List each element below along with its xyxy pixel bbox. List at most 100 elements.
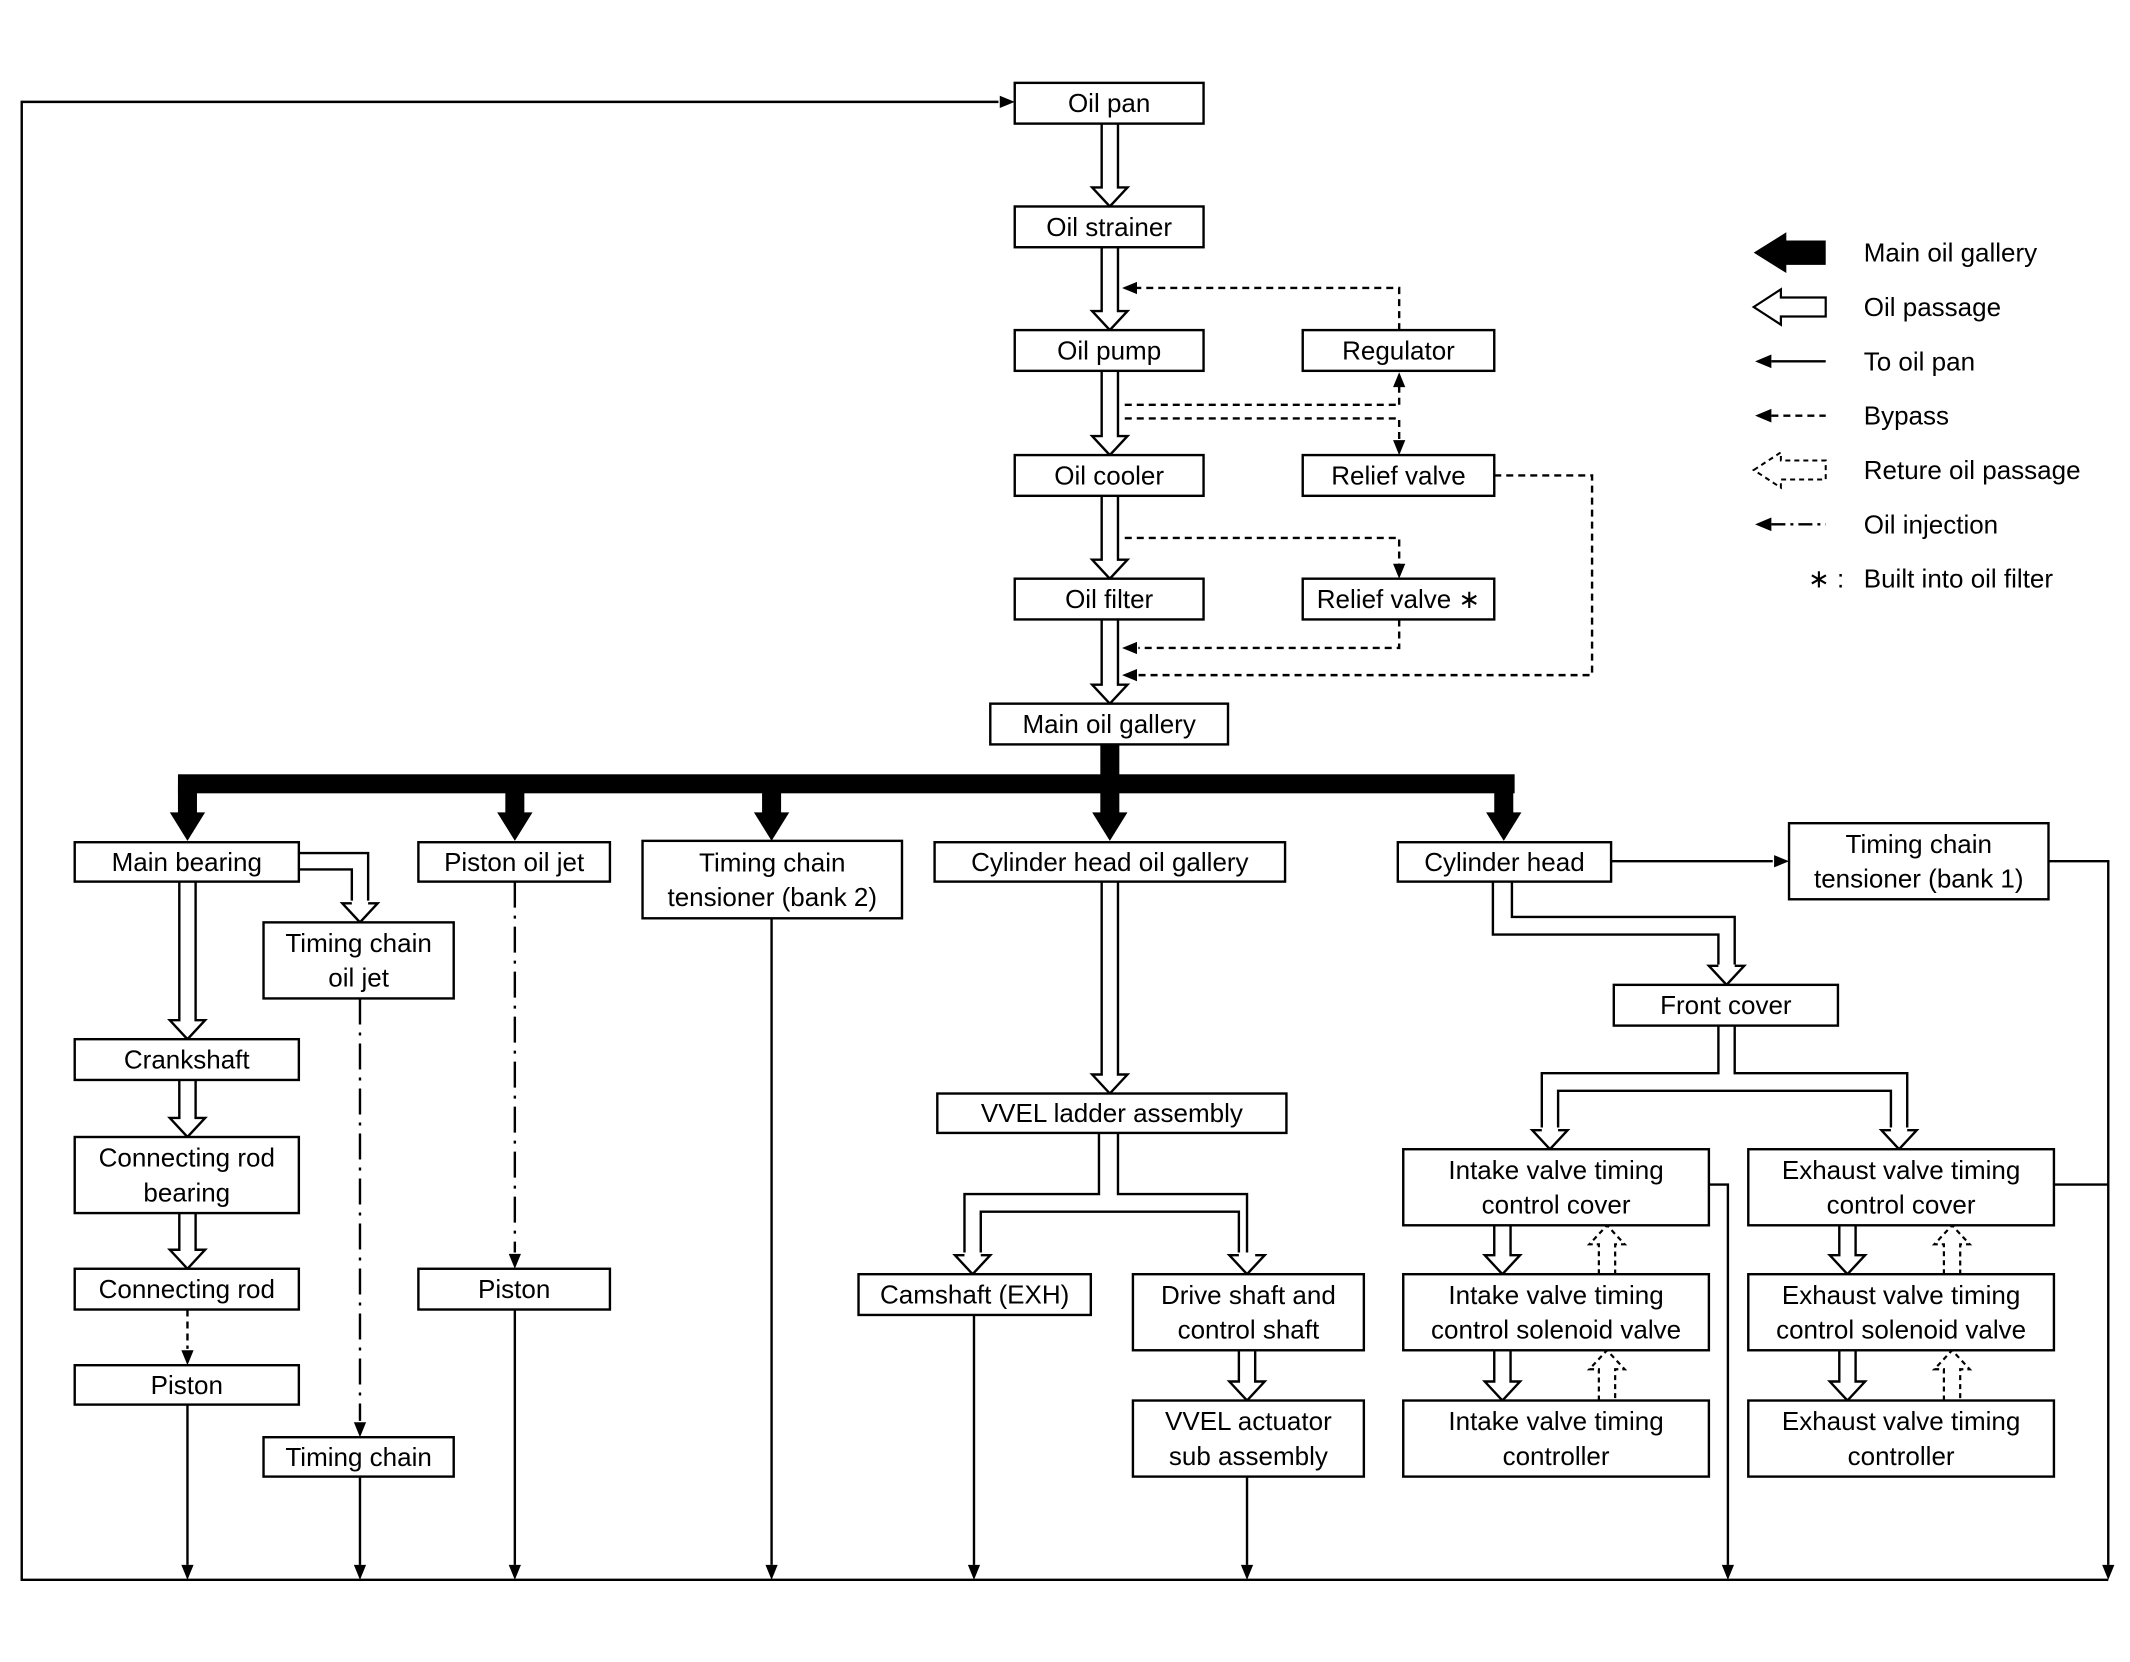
node-label: Connecting rod: [99, 1274, 275, 1304]
node-label: tensioner (bank 2): [667, 882, 877, 912]
node-box: [417, 841, 612, 883]
passage-front-cover-split-outer: [1540, 1025, 1720, 1128]
node-box: [417, 1267, 612, 1311]
passage-pan-strainer: [1089, 123, 1131, 209]
legend-label: Bypass: [1864, 401, 1949, 431]
node-box: [73, 1267, 301, 1311]
passage-front-cover-split-inner: [1556, 1089, 1893, 1128]
node-box: [936, 1092, 1288, 1135]
passage-ladder-drive-head: [1226, 1253, 1268, 1276]
node-box: [1013, 577, 1205, 621]
node-box: [1402, 1399, 1711, 1478]
passage-pump-cooler: [1089, 370, 1131, 457]
passage-main-bearing-chain-jet-outer: [298, 851, 370, 901]
node-box: [1301, 577, 1496, 621]
node-label: Cylinder head: [1424, 847, 1584, 877]
legend-item-return-oil-passage: Reture oil passage: [1751, 450, 2081, 490]
legend-bypass-icon: [1755, 408, 1772, 423]
node-box: [73, 1135, 301, 1215]
node-label: Exhaust valve timing: [1782, 1406, 2020, 1436]
return-exhaust-controller-solenoid: [1931, 1348, 1973, 1401]
return-to-pan-5-head: [967, 1564, 981, 1580]
node-label: Drive shaft and: [1161, 1280, 1336, 1310]
gallery-to-piston-oil-jet-stem: [505, 785, 525, 816]
node-box: [1013, 205, 1205, 249]
gallery-to-tensioner-bank2: [753, 812, 790, 841]
node-label: Oil pan: [1068, 88, 1150, 118]
node-label: control shaft: [1178, 1315, 1320, 1345]
passage-ladder-split-inner: [1116, 1132, 1249, 1253]
passage-ladder-split-outer: [963, 1132, 1101, 1253]
node-connecting-rod: Connecting rod: [73, 1267, 301, 1311]
node-box: [933, 841, 1287, 883]
gallery-to-cylinder-head-oil-gallery: [1092, 812, 1128, 841]
passage-drive-actuator: [1226, 1350, 1268, 1403]
bypass-relief-gallery-head: [1122, 669, 1137, 682]
passage-crankshaft-conrod-bearing: [167, 1079, 208, 1139]
passage-ladder-split-inner: [979, 1210, 1241, 1253]
node-piston-oil-jet: Piston oil jet: [417, 841, 612, 883]
node-timing-chain: Timing chain: [262, 1436, 455, 1478]
bypass-regulator-strainer-head: [1122, 281, 1137, 295]
node-box: [1787, 822, 2050, 901]
gallery-to-tensioner-bank2-stem: [762, 785, 782, 816]
node-label: Oil filter: [1065, 584, 1153, 614]
node-label: Connecting rod: [99, 1143, 275, 1173]
passage-front-cover-split-inner: [1733, 1025, 1909, 1128]
node-label: Exhaust valve timing: [1782, 1155, 2020, 1185]
node-main-bearing: Main bearing: [73, 841, 301, 883]
return-main-loop-head: [999, 95, 1015, 108]
return-intake-cover-pan-head: [1721, 1564, 1735, 1580]
node-box: [1396, 841, 1613, 883]
passage-filter-gallery: [1089, 619, 1131, 706]
return-exhaust-solenoid-cover: [1931, 1223, 1973, 1275]
node-box: [1301, 328, 1496, 373]
legend-label: Oil injection: [1864, 509, 1998, 539]
node-label: Oil cooler: [1054, 460, 1164, 490]
node-box: [1013, 81, 1205, 125]
node-label: control cover: [1482, 1190, 1631, 1220]
node-label: VVEL actuator: [1165, 1406, 1332, 1436]
injection-chain-jet-chain-head: [353, 1422, 367, 1438]
node-main-oil-gallery: Main oil gallery: [989, 702, 1230, 746]
node-oil-strainer: Oil strainer: [1013, 205, 1205, 249]
passage-intake-solenoid-controller: [1481, 1350, 1523, 1403]
node-box: [1747, 1399, 2056, 1478]
gallery-to-cylinder-head-stem: [1494, 785, 1514, 816]
gallery-to-main-bearing-stem: [177, 785, 197, 816]
node-oil-cooler: Oil cooler: [1013, 453, 1205, 498]
node-oil-pan: Oil pan: [1013, 81, 1205, 125]
node-label: Intake valve timing: [1448, 1280, 1663, 1310]
connectors: [20, 95, 2115, 1582]
return-main-loop: [20, 100, 2109, 1582]
node-camshaft-exh: Camshaft (EXH): [857, 1272, 1093, 1317]
node-label: Camshaft (EXH): [880, 1280, 1069, 1310]
node-label: Timing chain: [285, 1442, 431, 1472]
legend-label: Reture oil passage: [1864, 455, 2081, 485]
legend-asterisk-mark: ∗ :: [1808, 564, 1844, 594]
node-box: [1747, 1148, 2056, 1227]
gallery-to-cylinder-head: [1486, 812, 1522, 841]
bypass-relief2-filter-head: [1122, 641, 1137, 655]
return-tensioner1-pan: [2048, 860, 2110, 1565]
node-box: [262, 1436, 455, 1478]
legend-item-bypass: Bypass: [1755, 401, 1949, 431]
passage-conrod-bearing-conrod: [167, 1213, 208, 1271]
node-cylinder-head-oil-gallery: Cylinder head oil gallery: [933, 841, 1287, 883]
bypass-relief2-filter: [1138, 619, 1401, 650]
node-label: Relief valve: [1331, 460, 1465, 490]
node-box: [73, 841, 301, 883]
node-label: Timing chain: [285, 928, 431, 958]
passage-strainer-pump: [1089, 247, 1131, 332]
passage-intake-cover-solenoid: [1481, 1225, 1523, 1276]
